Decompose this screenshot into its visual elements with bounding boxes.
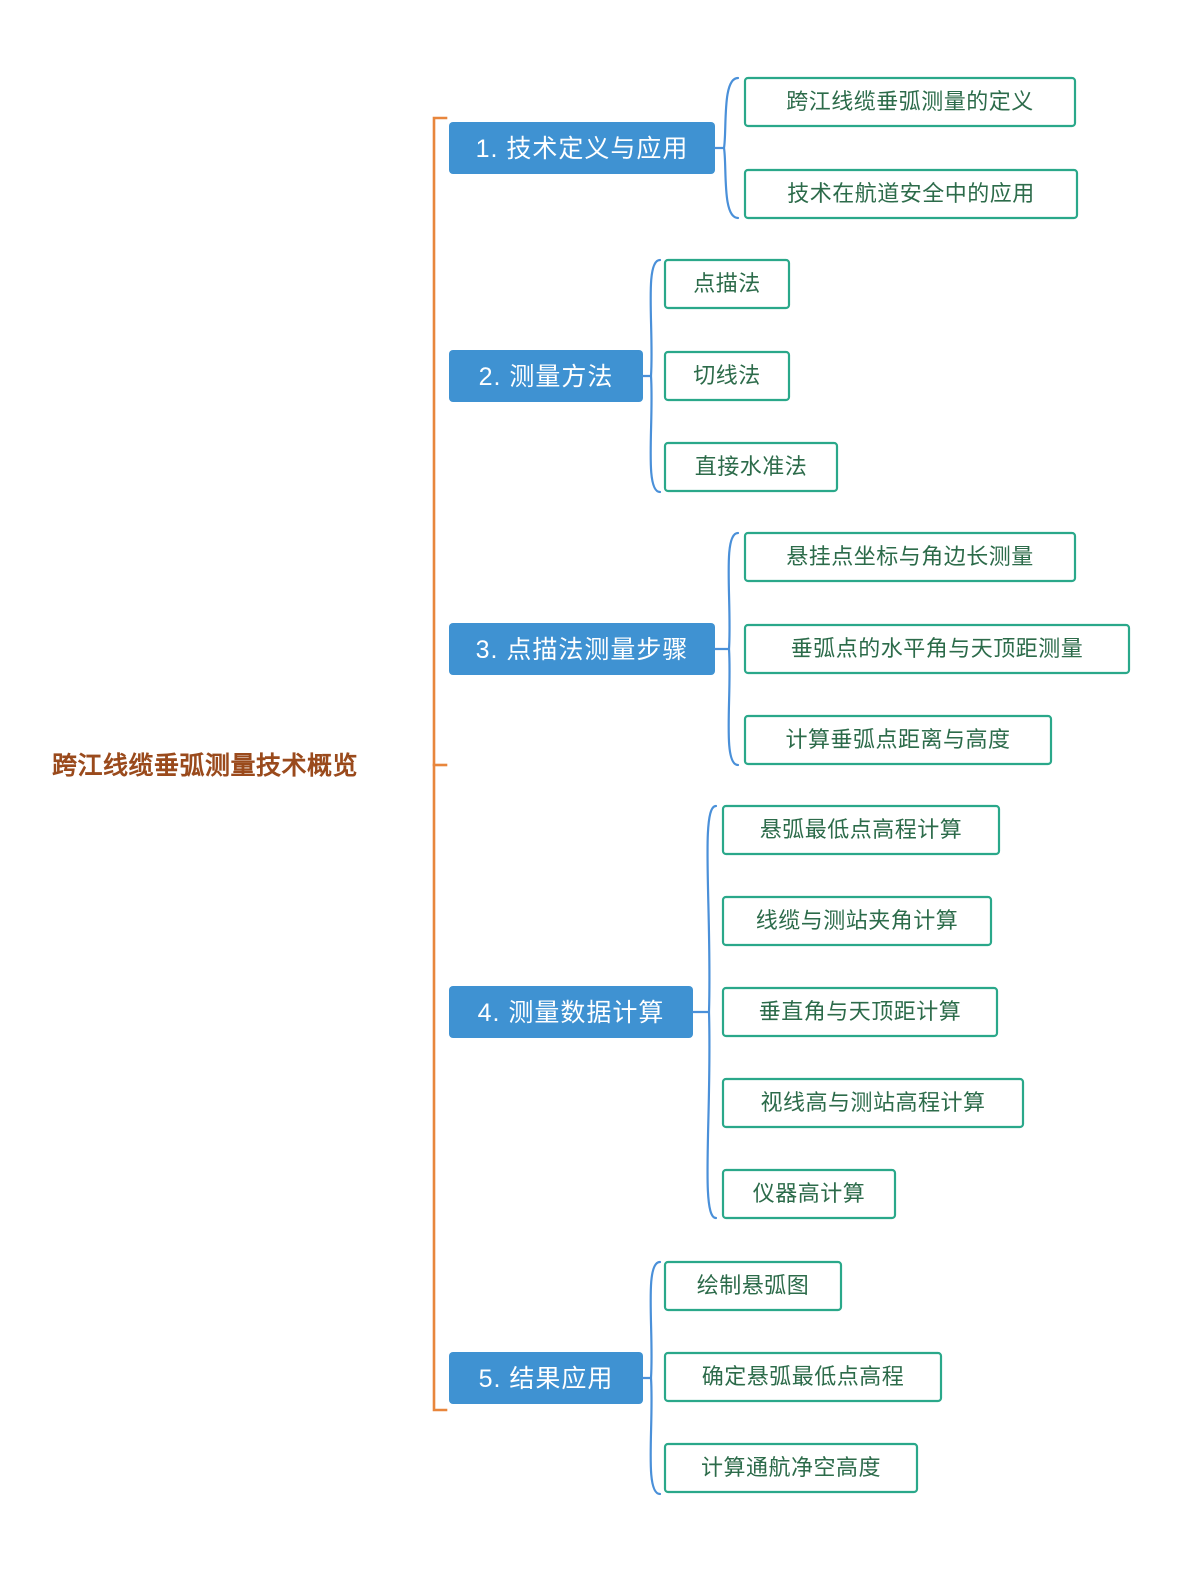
- leaf-label-4-4: 视线高与测站高程计算: [760, 1090, 985, 1115]
- leaf-node-4-1[interactable]: 悬弧最低点高程计算: [721, 804, 1001, 856]
- leaf-label-5-2: 确定悬弧最低点高程: [702, 1364, 905, 1389]
- root-label: 跨江线缆垂弧测量技术概览: [52, 751, 358, 780]
- branch-connector-1: [713, 76, 740, 220]
- leaf-box-5-3[interactable]: [663, 1442, 919, 1494]
- branch-label-3: 3. 点描法测量步骤: [476, 636, 689, 664]
- branch-node-1[interactable]: 1. 技术定义与应用: [449, 122, 715, 174]
- leaf-label-3-1: 悬挂点坐标与角边长测量: [786, 544, 1034, 569]
- leaf-node-4-2[interactable]: 线缆与测站夹角计算: [721, 895, 993, 947]
- leaf-label-2-3: 直接水准法: [695, 454, 808, 479]
- leaf-label-1-2: 技术在航道安全中的应用: [787, 181, 1035, 206]
- leaf-box-1-1[interactable]: [743, 76, 1077, 128]
- branch-label-2: 2. 测量方法: [479, 363, 614, 391]
- branch-box-2[interactable]: [449, 350, 643, 402]
- leaf-node-5-3[interactable]: 计算通航净空高度: [663, 1442, 919, 1494]
- leaf-label-4-2: 线缆与测站夹角计算: [756, 908, 959, 933]
- leaf-box-5-1[interactable]: [663, 1260, 843, 1312]
- leaf-node-5-2[interactable]: 确定悬弧最低点高程: [663, 1351, 943, 1403]
- branch-node-4[interactable]: 4. 测量数据计算: [449, 986, 693, 1038]
- branch-label-5: 5. 结果应用: [479, 1365, 614, 1393]
- leaf-label-1-1: 跨江线缆垂弧测量的定义: [786, 89, 1034, 114]
- branch-node-5[interactable]: 5. 结果应用: [449, 1352, 643, 1404]
- branch-node-3[interactable]: 3. 点描法测量步骤: [449, 623, 715, 675]
- trunk-spine: [432, 116, 448, 1412]
- leaf-box-4-4[interactable]: [721, 1077, 1025, 1129]
- branch-connector-5: [641, 1260, 662, 1496]
- leaf-box-4-2[interactable]: [721, 895, 993, 947]
- leaf-box-2-2[interactable]: [663, 350, 791, 402]
- leaf-label-5-1: 绘制悬弧图: [697, 1273, 810, 1298]
- branch-group-5: 5. 结果应用 绘制悬弧图 确定悬弧最低点高程 计算通航净空高度: [449, 1260, 943, 1496]
- leaf-node-2-1[interactable]: 点描法: [663, 258, 791, 310]
- leaf-label-2-2: 切线法: [693, 363, 761, 388]
- branch-connector-3: [713, 531, 740, 767]
- leaf-node-4-4[interactable]: 视线高与测站高程计算: [721, 1077, 1025, 1129]
- leaf-box-3-3[interactable]: [743, 714, 1053, 766]
- branch-group-4: 4. 测量数据计算 悬弧最低点高程计算 线缆与测站夹角计算 垂直角与天顶距计算 …: [449, 804, 1025, 1220]
- leaf-node-3-3[interactable]: 计算垂弧点距离与高度: [743, 714, 1053, 766]
- leaf-box-3-2[interactable]: [743, 623, 1131, 675]
- leaf-label-5-3: 计算通航净空高度: [701, 1455, 881, 1480]
- leaf-box-1-2[interactable]: [743, 168, 1079, 220]
- leaf-node-4-3[interactable]: 垂直角与天顶距计算: [721, 986, 999, 1038]
- leaf-node-2-2[interactable]: 切线法: [663, 350, 791, 402]
- leaf-node-1-1[interactable]: 跨江线缆垂弧测量的定义: [743, 76, 1077, 128]
- branch-connector-2: [641, 258, 662, 494]
- leaf-label-4-1: 悬弧最低点高程计算: [760, 817, 963, 842]
- branch-box-3[interactable]: [449, 623, 715, 675]
- leaf-node-3-2[interactable]: 垂弧点的水平角与天顶距测量: [743, 623, 1131, 675]
- branch-box-5[interactable]: [449, 1352, 643, 1404]
- branch-group-3: 3. 点描法测量步骤 悬挂点坐标与角边长测量 垂弧点的水平角与天顶距测量 计算垂…: [449, 531, 1131, 767]
- leaf-label-4-5: 仪器高计算: [753, 1181, 866, 1206]
- leaf-node-5-1[interactable]: 绘制悬弧图: [663, 1260, 843, 1312]
- leaf-box-4-3[interactable]: [721, 986, 999, 1038]
- branch-label-1: 1. 技术定义与应用: [476, 135, 689, 163]
- branch-connector-4: [691, 804, 718, 1220]
- leaf-box-2-1[interactable]: [663, 258, 791, 310]
- branch-group-2: 2. 测量方法 点描法 切线法 直接水准法: [449, 258, 839, 494]
- leaf-label-2-1: 点描法: [693, 271, 761, 296]
- leaf-box-2-3[interactable]: [663, 441, 839, 493]
- leaf-label-3-2: 垂弧点的水平角与天顶距测量: [791, 636, 1084, 661]
- leaf-node-1-2[interactable]: 技术在航道安全中的应用: [743, 168, 1079, 220]
- leaf-label-4-3: 垂直角与天顶距计算: [759, 999, 962, 1024]
- branch-box-1[interactable]: [449, 122, 715, 174]
- leaf-box-5-2[interactable]: [663, 1351, 943, 1403]
- branch-box-4[interactable]: [449, 986, 693, 1038]
- leaf-box-3-1[interactable]: [743, 531, 1077, 583]
- branch-node-2[interactable]: 2. 测量方法: [449, 350, 643, 402]
- root-node[interactable]: 跨江线缆垂弧测量技术概览: [52, 751, 448, 780]
- leaf-label-3-3: 计算垂弧点距离与高度: [785, 727, 1010, 752]
- leaf-box-4-5[interactable]: [721, 1168, 897, 1220]
- leaf-node-3-1[interactable]: 悬挂点坐标与角边长测量: [743, 531, 1077, 583]
- branch-label-4: 4. 测量数据计算: [478, 999, 665, 1027]
- leaf-node-2-3[interactable]: 直接水准法: [663, 441, 839, 493]
- leaf-box-4-1[interactable]: [721, 804, 1001, 856]
- branch-group-1: 1. 技术定义与应用 跨江线缆垂弧测量的定义 技术在航道安全中的应用: [449, 76, 1079, 220]
- leaf-node-4-5[interactable]: 仪器高计算: [721, 1168, 897, 1220]
